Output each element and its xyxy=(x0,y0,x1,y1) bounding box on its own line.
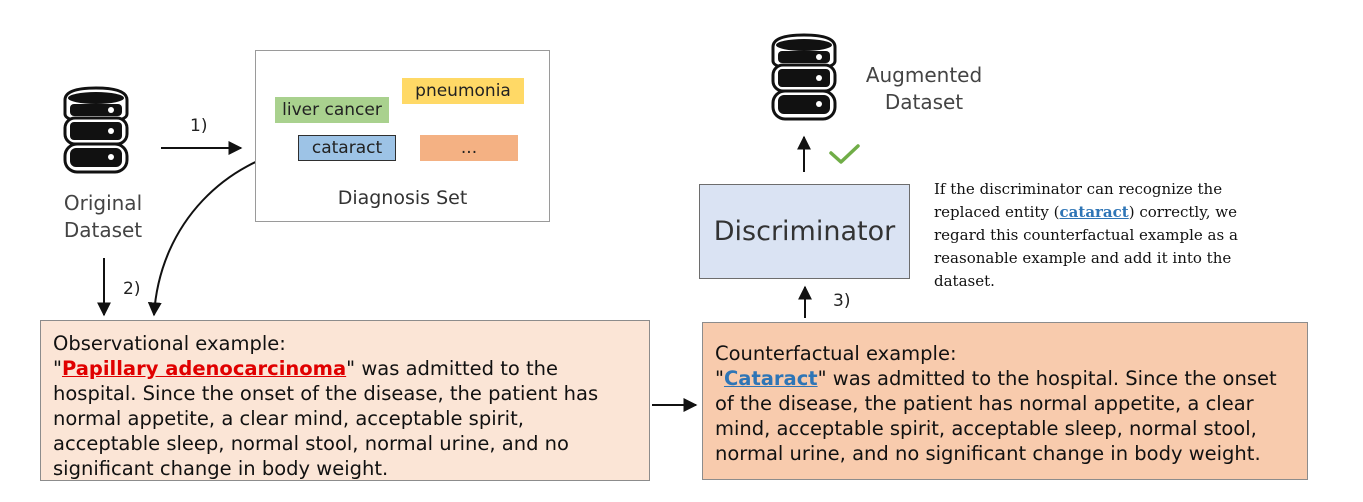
note-text-after: ) correctly, we regard this counterfactu… xyxy=(934,203,1238,290)
counterfactual-text: was admitted to the hospital. Since the … xyxy=(715,367,1277,465)
observational-entity: Papillary adenocarcinoma xyxy=(61,357,347,380)
tag-cataract: cataract xyxy=(298,135,396,161)
diagnosis-set-box: liver cancer pneumonia cataract ... Diag… xyxy=(255,50,550,222)
augmented-dataset-line2: Dataset xyxy=(884,90,964,114)
diagnosis-set-caption: Diagnosis Set xyxy=(337,187,468,209)
database-icon xyxy=(63,86,129,174)
observational-text: was admitted to the hospital. Since the … xyxy=(53,357,599,480)
original-dataset-label: Original Dataset xyxy=(45,190,161,244)
counterfactual-example-box: Counterfactual example: "Cataract" was a… xyxy=(702,322,1308,480)
step-2-label: 2) xyxy=(123,279,141,299)
discriminator-note: If the discriminator can recognize the r… xyxy=(934,178,1279,293)
cf-quote-open: " xyxy=(715,367,724,390)
database-icon xyxy=(771,33,837,121)
observational-body: "Papillary adenocarcinoma" was admitted … xyxy=(53,356,637,481)
augmented-dataset-line1: Augmented xyxy=(865,63,983,87)
original-dataset-line1: Original xyxy=(63,191,143,215)
note-text-before: If the discriminator can recognize the r… xyxy=(934,180,1223,221)
discriminator-box: Discriminator xyxy=(699,184,910,279)
step-1-label: 1) xyxy=(190,116,208,136)
observational-example-box: Observational example: "Papillary adenoc… xyxy=(40,320,650,481)
tag-more: ... xyxy=(420,135,518,161)
counterfactual-body: "Cataract" was admitted to the hospital.… xyxy=(715,366,1295,466)
checkmark-icon xyxy=(829,144,860,164)
discriminator-label: Discriminator xyxy=(713,216,896,247)
cf-quote-close: " xyxy=(817,367,827,390)
tag-liver-cancer: liver cancer xyxy=(275,97,389,123)
original-dataset-line2: Dataset xyxy=(63,218,143,242)
note-entity: cataract xyxy=(1059,203,1129,221)
step-3-label: 3) xyxy=(833,291,851,311)
augmented-dataset-label: Augmented Dataset xyxy=(858,62,990,116)
counterfactual-entity: Cataract xyxy=(723,367,818,390)
obs-quote-close: " xyxy=(346,357,356,380)
tag-pneumonia: pneumonia xyxy=(402,78,524,104)
observational-heading: Observational example: xyxy=(53,332,286,355)
counterfactual-heading: Counterfactual example: xyxy=(715,342,957,365)
obs-quote-open: " xyxy=(53,357,62,380)
